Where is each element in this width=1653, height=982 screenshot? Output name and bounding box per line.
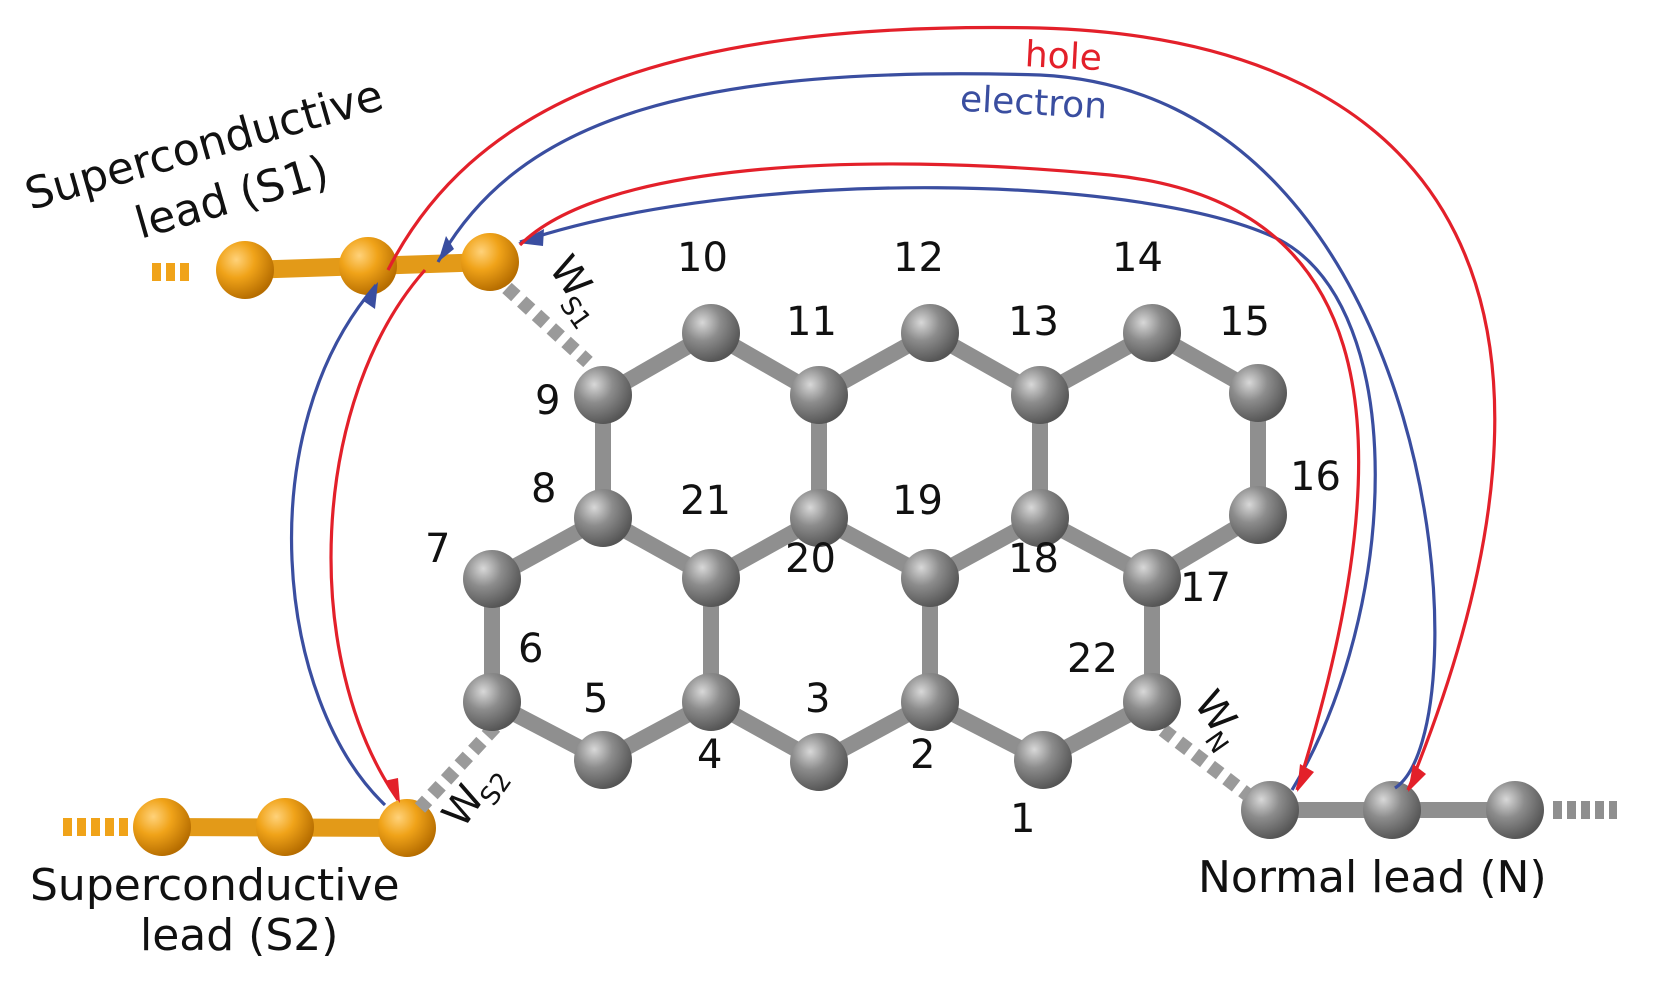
atom-label-15: 15 [1219,299,1270,345]
legend-hole: hole [1024,34,1103,79]
s2-coupling-bond [414,722,501,813]
atom-label-17: 17 [1180,565,1231,611]
s1-lead-label: Superconductive lead (S1) [19,70,388,250]
normal-lead-label: Normal lead (N) [1198,852,1547,903]
atom-label-8: 8 [531,466,556,512]
s1-coupling-bond [502,282,593,368]
hole-path-inner [518,162,1361,791]
atom-label-6: 6 [518,626,543,672]
atom-label-20: 20 [785,536,836,582]
electron-path-outer [436,72,1437,790]
atom-17 [1123,549,1181,607]
s1-lead-atom [216,241,274,299]
atom-label-10: 10 [677,235,728,281]
atom-22 [1123,673,1181,731]
s1-lead-atom [461,233,519,291]
atom-20 [790,489,848,547]
atom-label-12: 12 [893,235,944,281]
atom-1 [1014,731,1072,789]
atom-11 [790,366,848,424]
atom-label-13: 13 [1008,299,1059,345]
normal-lead-atom [1486,781,1544,839]
normal-coupling-bond [1158,724,1253,801]
atom-label-19: 19 [892,478,943,524]
atom-3 [790,733,848,791]
legend-electron: electron [959,79,1108,128]
electron-arrowhead [438,236,454,262]
atom-21 [682,549,740,607]
atom-6 [463,673,521,731]
atom-label-4: 4 [697,732,722,778]
s1-lead-chain [152,233,519,299]
s2-lead-chain [63,798,436,857]
atom-15 [1229,364,1287,422]
hole-arrowhead [1408,764,1426,792]
atom-label-11: 11 [786,299,837,345]
normal-lead-chain [1241,781,1617,839]
atom-label-16: 16 [1290,454,1341,500]
atom-label-1: 1 [1010,796,1035,842]
transport-arrows [290,25,1497,807]
atom-label-18: 18 [1008,536,1059,582]
electron-path-left [290,283,387,807]
atom-label-3: 3 [805,676,830,722]
atom-19 [901,549,959,607]
hole-arrowhead [1297,764,1314,792]
hole-path-left [329,268,427,801]
atom-label-7: 7 [425,526,450,572]
atom-label-21: 21 [680,478,731,524]
s2-lead-label-line2: lead (S2) [140,910,338,961]
atom-label-5: 5 [583,676,608,722]
s2-lead-atom [378,799,436,857]
normal-lead-atom [1363,781,1421,839]
s2-lead-label-line1: Superconductive [30,860,400,911]
atom-14 [1123,304,1181,362]
atom-label-14: 14 [1112,235,1163,281]
atom-12 [901,304,959,362]
hole-arrowhead [384,778,400,803]
atom-label-22: 22 [1067,636,1118,682]
s2-lead-atom [256,798,314,856]
atom-4 [682,673,740,731]
atom-label-9: 9 [535,378,560,424]
atom-16 [1229,486,1287,544]
s2-lead-atom [133,798,191,856]
atom-2 [901,673,959,731]
atom-18 [1011,489,1069,547]
atom-7 [463,550,521,608]
atom-9 [574,366,632,424]
atom-label-2: 2 [910,732,935,778]
normal-lead-atom [1241,781,1299,839]
atom-5 [574,731,632,789]
electron-arrowhead [362,282,378,309]
atom-8 [574,489,632,547]
atom-13 [1011,366,1069,424]
molecule-atoms [463,304,1287,791]
hole-path-outer [386,25,1497,791]
atom-10 [682,304,740,362]
s1-lead-atom [339,237,397,295]
s2-coupling-label: W S2 [434,767,519,836]
